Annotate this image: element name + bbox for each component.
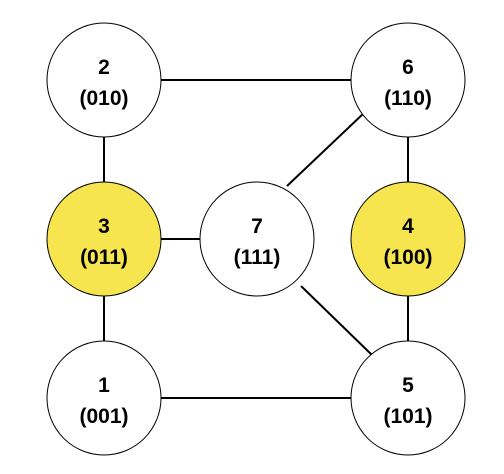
node-6-code: (110) [384,87,432,110]
node-5: 5 (101) [350,340,466,456]
edges [103,79,409,399]
node-3-number: 3 [98,215,110,238]
node-6-number: 6 [402,56,414,79]
node-1-circle [46,340,162,456]
node-6-circle [350,22,466,138]
node-2-code: (010) [79,87,128,110]
node-2-number: 2 [98,56,110,79]
node-4-number: 4 [402,215,414,238]
node-7-circle [199,181,315,297]
node-1-code: (001) [79,405,128,428]
node-4-circle [350,181,466,297]
node-5-code: (101) [383,405,432,428]
node-2-circle [46,22,162,138]
edge-7-5 [300,285,373,356]
node-4: 4 (100) [350,181,466,297]
node-6: 6 (110) [350,22,466,138]
node-3-code: (011) [80,246,128,269]
node-7-code: (111) [234,246,281,269]
edge-6-7 [286,112,365,187]
node-1-number: 1 [98,374,110,397]
node-7: 7 (111) [199,181,315,297]
node-4-code: (100) [383,246,432,269]
node-3-circle [46,181,162,297]
node-1: 1 (001) [46,340,162,456]
node-3: 3 (011) [46,181,162,297]
node-2: 2 (010) [46,22,162,138]
node-5-number: 5 [402,374,414,397]
node-5-circle [350,340,466,456]
node-7-number: 7 [251,215,263,238]
